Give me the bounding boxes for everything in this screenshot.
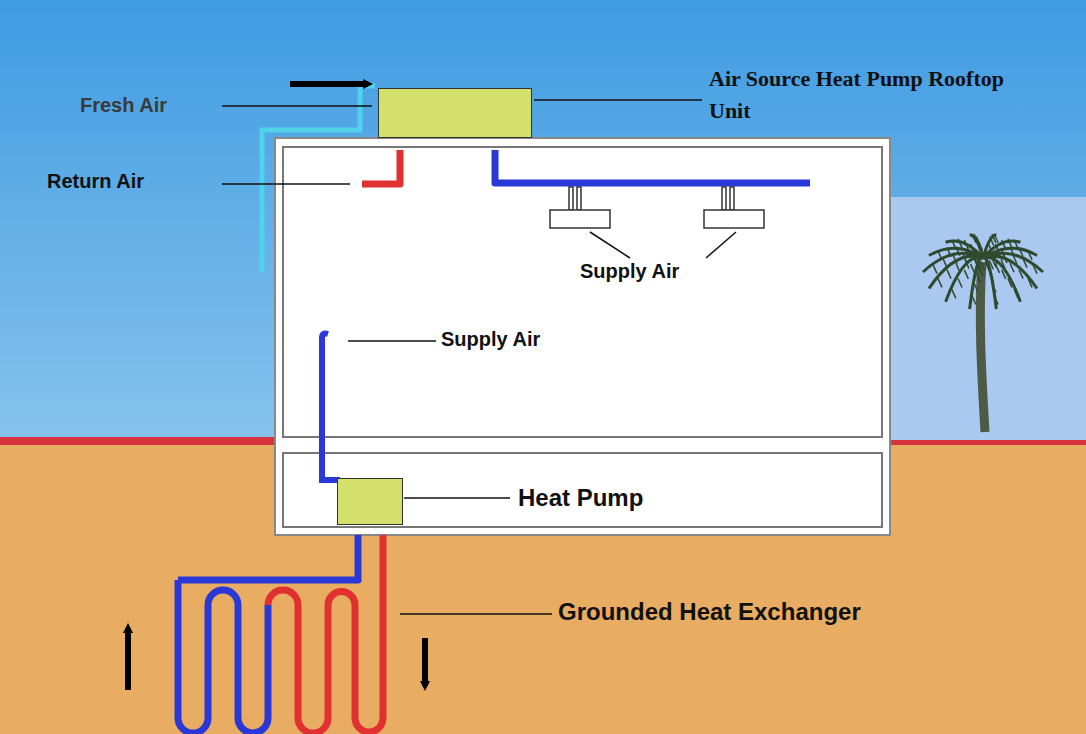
tree-panel [890,197,1086,440]
ground-exchanger-label: Grounded Heat Exchanger [558,598,861,626]
return-air-label: Return Air [47,170,144,193]
node-label: Heat Pump [518,484,643,512]
heat-pump-box: Heat Pump [337,478,403,525]
upper-floor [283,147,882,437]
ground-loop [178,535,383,733]
flow-arrow [125,628,131,690]
leader-line [222,100,736,614]
diffuser [550,187,764,228]
palm-tree [923,234,1043,432]
fresh-air-label: Fresh Air [80,94,167,117]
supply-air-pipe [322,334,340,481]
building [275,138,890,535]
fresh-air-arrow [290,81,368,87]
node-label: Air Source Heat Pump Rooftop Unit [709,63,1009,127]
flow-arrow [422,638,428,686]
supply-air-duct [495,150,810,183]
rooftop-unit: Air Source Heat Pump Rooftop Unit [378,88,532,138]
ground [0,442,1086,734]
supply-air-label: Supply Air [580,260,679,283]
return-air-duct [362,150,400,184]
supply-air-label: Supply Air [441,328,540,351]
basement [283,453,882,527]
sky [0,0,1086,442]
